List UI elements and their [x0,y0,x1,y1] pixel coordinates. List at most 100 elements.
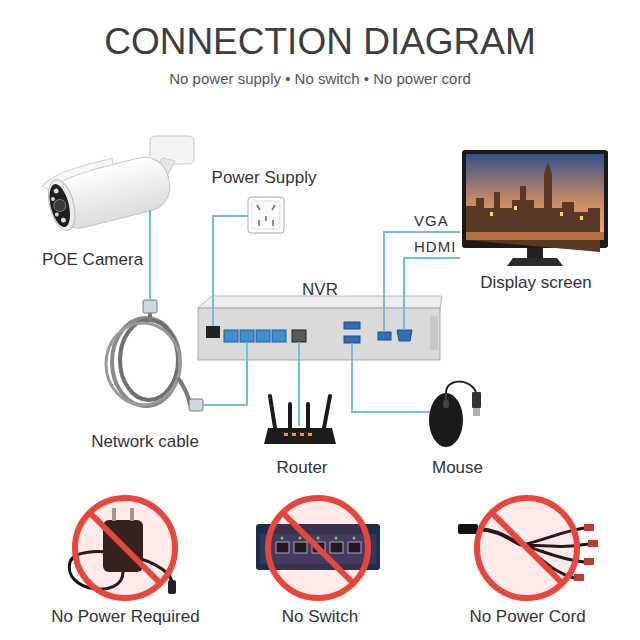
network-cable [106,323,180,405]
connection-wire [212,240,214,280]
display-monitor [527,248,543,258]
device-node: Power Supply [205,168,323,240]
router [284,433,288,436]
network-cable [120,320,178,400]
display-monitor [462,150,608,266]
nvr-recorder [198,280,442,362]
power-outlet [248,197,284,233]
connection-wire [298,362,300,388]
power-adapter [168,580,176,594]
nvr-recorder [430,316,438,350]
mouse [429,393,463,447]
network-cable [106,300,206,411]
router [270,396,330,428]
power-splitter-cord [584,558,594,565]
power-splitter-cord [458,524,478,534]
router [292,433,296,436]
device-node: Mouse [420,375,495,478]
router [264,388,336,444]
device-node: Network cable [85,300,205,452]
power-outlet [213,216,248,240]
power-outlet [252,201,280,229]
power-splitter-cord [458,498,598,598]
nvr-recorder [247,342,352,362]
device-label: Network cable [91,432,199,452]
display-monitor [466,232,604,240]
nvr-recorder [256,330,270,342]
router [264,428,336,444]
poe-camera [51,197,56,202]
poe-camera [53,198,68,213]
nvr-recorder [224,330,238,342]
mouse [443,400,449,408]
mouse [420,382,481,447]
poe-camera [40,136,194,270]
device-node: No Power Cord [445,492,610,627]
power-splitter-cord [477,498,577,598]
subtitle-note: No power supply • No switch • No power c… [0,70,640,88]
device-label: No Switch [282,607,359,627]
device-node: NVR [196,280,444,362]
nvr-recorder [213,280,404,332]
nvr-recorder [344,322,360,329]
display-monitor [490,212,493,216]
device-node: Display screen [460,145,612,293]
poe-camera [54,212,59,217]
poe-camera [149,210,151,270]
power-splitter-cord [492,513,562,583]
device-label: Mouse [432,458,483,478]
nvr-recorder [378,332,391,340]
device-label: NVR [302,280,338,300]
poe-camera [46,182,74,229]
router [298,388,300,426]
port-label: HDMI [412,238,458,255]
network-cable [189,399,203,411]
device-label: POE Camera [42,250,143,270]
router [300,433,304,436]
poe-camera [53,188,59,194]
device-label: Display screen [480,273,592,293]
nvr-recorder [344,336,360,343]
connection-wire [404,258,460,280]
mouse [420,411,430,413]
display-monitor [560,212,563,216]
router [308,433,312,436]
power-adapter [69,498,176,598]
power-splitter-cord [584,524,594,531]
poe-camera [61,217,67,223]
nvr-recorder [240,330,254,342]
connection-wire [149,270,151,300]
poe-camera [40,146,175,234]
device-node: No Switch [240,492,400,627]
power-adapter [90,513,160,583]
mouse [446,382,476,393]
display-monitor [514,206,517,210]
display-monitor [507,258,563,266]
connection-wire [384,232,460,280]
power-adapter [75,498,175,598]
display-monitor [580,216,583,220]
power-outlet [213,197,284,240]
device-node: POE Camera [38,128,203,270]
network-switch [268,498,368,598]
device-node: No Power Required [38,492,213,627]
power-splitter-cord [588,540,598,547]
poe-camera [44,177,80,233]
mouse [472,392,481,408]
connection-wire [205,362,247,405]
power-splitter-cord [574,574,584,581]
network-switch [256,498,380,598]
device-label: No Power Required [51,607,199,627]
nvr-recorder [206,326,220,338]
nvr-recorder [397,330,412,341]
nvr-recorder [292,330,306,342]
nvr-recorder [272,330,286,342]
network-switch [283,513,353,583]
network-cable [178,378,190,405]
diagram-title: CONNECTION DIAGRAM [0,20,640,64]
device-label: Power Supply [212,168,317,188]
